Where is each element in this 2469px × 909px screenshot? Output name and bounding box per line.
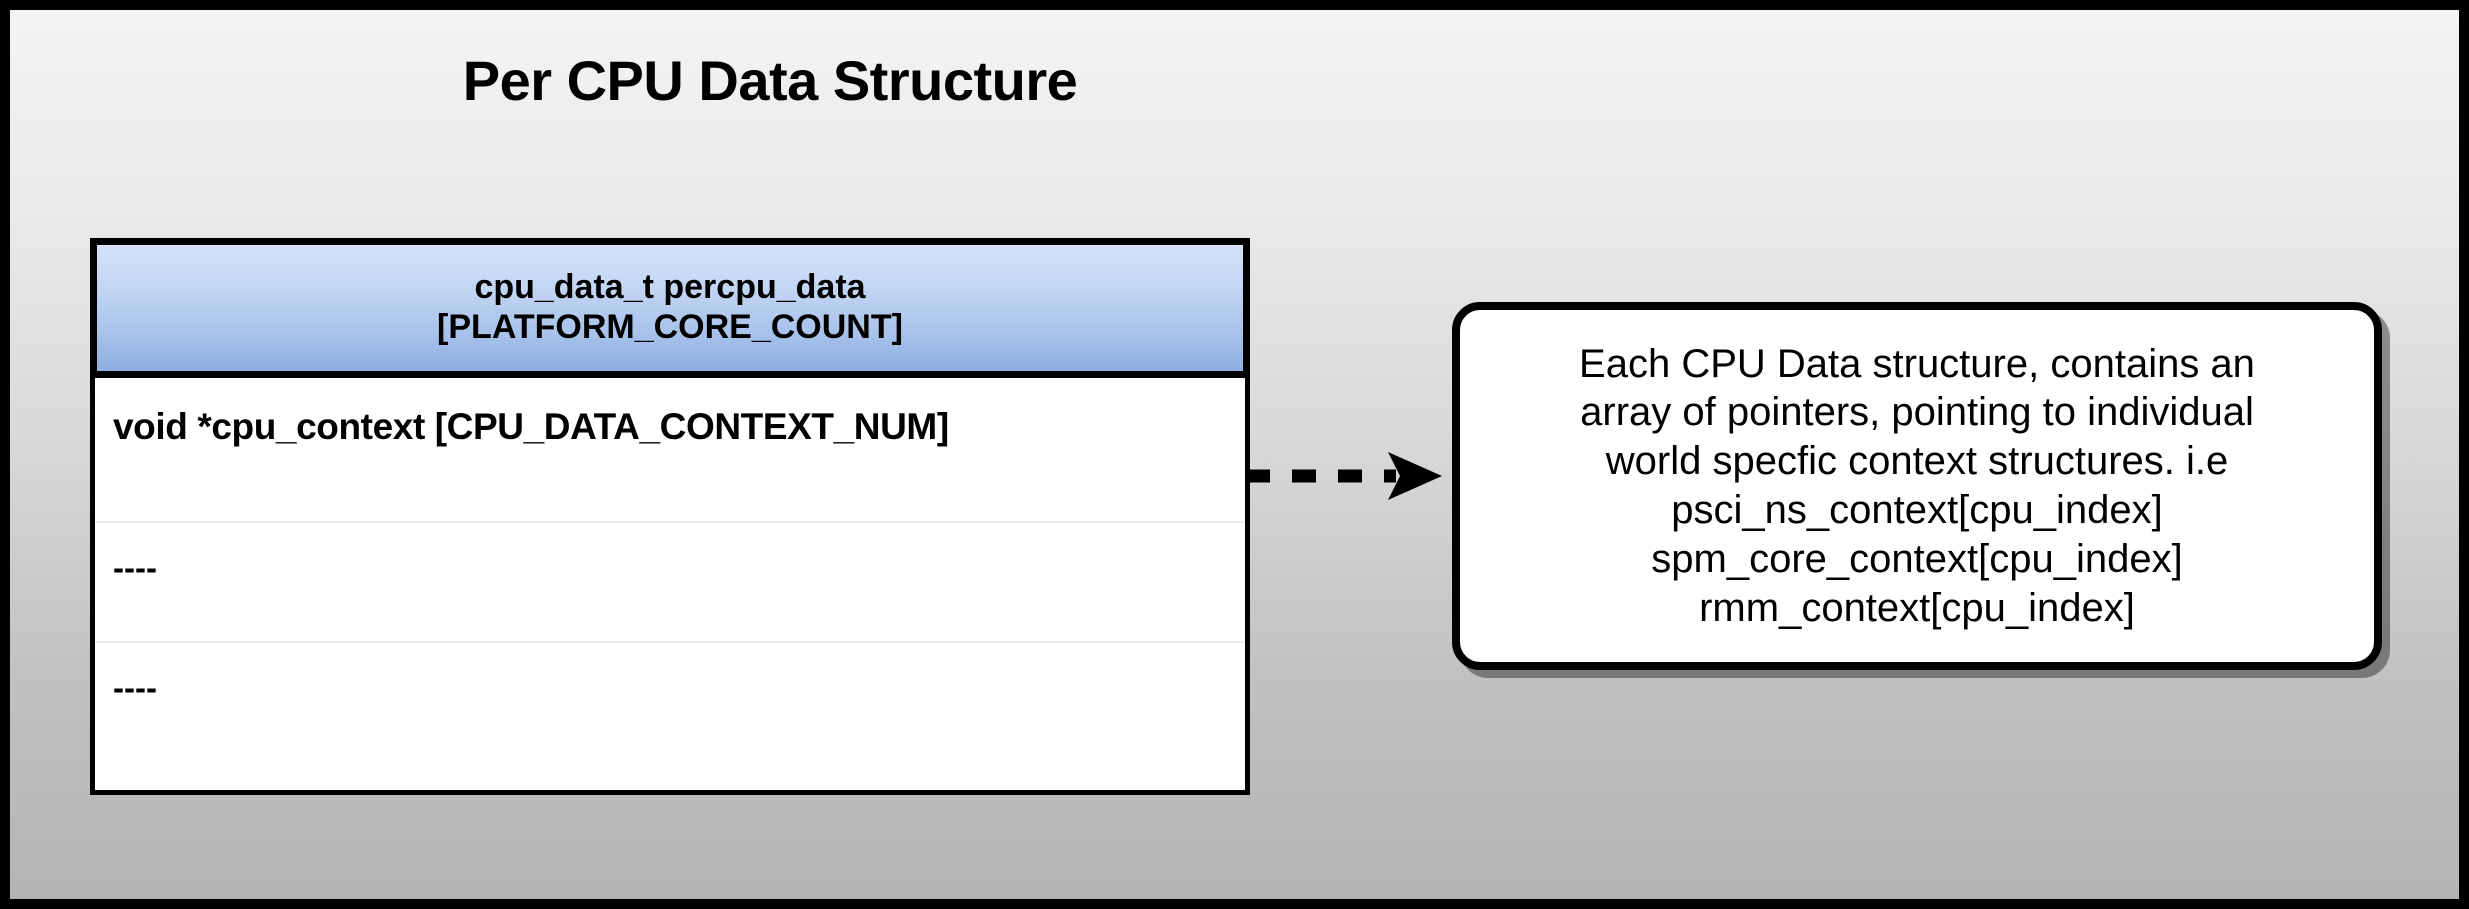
per-cpu-struct-table: cpu_data_t percpu_data [PLATFORM_CORE_CO…: [90, 238, 1250, 795]
note-line-3: psci_ns_context[cpu_index]: [1671, 488, 2163, 532]
table-row: ----: [95, 523, 1245, 643]
note-line-5: rmm_context[cpu_index]: [1699, 585, 2135, 630]
page-title: Per CPU Data Structure: [462, 49, 1078, 112]
note-line-4: spm_core_context[cpu_index]: [1651, 536, 2183, 581]
diagram-page: Per CPU Data Structure cpu_data_t percpu…: [10, 10, 2459, 899]
struct-table-body: void *cpu_context [CPU_DATA_CONTEXT_NUM]…: [90, 378, 1250, 795]
struct-header-line-2: [PLATFORM_CORE_COUNT]: [437, 308, 903, 346]
table-cell-field-1: ----: [113, 549, 157, 586]
struct-table-header: cpu_data_t percpu_data [PLATFORM_CORE_CO…: [90, 238, 1250, 378]
table-cell-field-0: void *cpu_context [CPU_DATA_CONTEXT_NUM]: [113, 406, 949, 447]
dashed-arrow-connector: [1246, 448, 1446, 504]
note-text: Each CPU Data structure, contains an arr…: [1460, 340, 2374, 633]
table-row: ----: [95, 643, 1245, 788]
table-row: void *cpu_context [CPU_DATA_CONTEXT_NUM]: [95, 378, 1245, 523]
note-line-2: world specfic context structures. i.e: [1605, 439, 2229, 484]
explanatory-note-box: Each CPU Data structure, contains an arr…: [1452, 302, 2382, 670]
note-line-1: array of pointers, pointing to individua…: [1580, 390, 2254, 435]
note-line-0: Each CPU Data structure, contains an: [1579, 341, 2255, 386]
table-cell-field-2: ----: [113, 669, 157, 706]
arrow-right-icon: [1246, 452, 1442, 500]
struct-header-line-1: cpu_data_t percpu_data: [474, 268, 866, 307]
